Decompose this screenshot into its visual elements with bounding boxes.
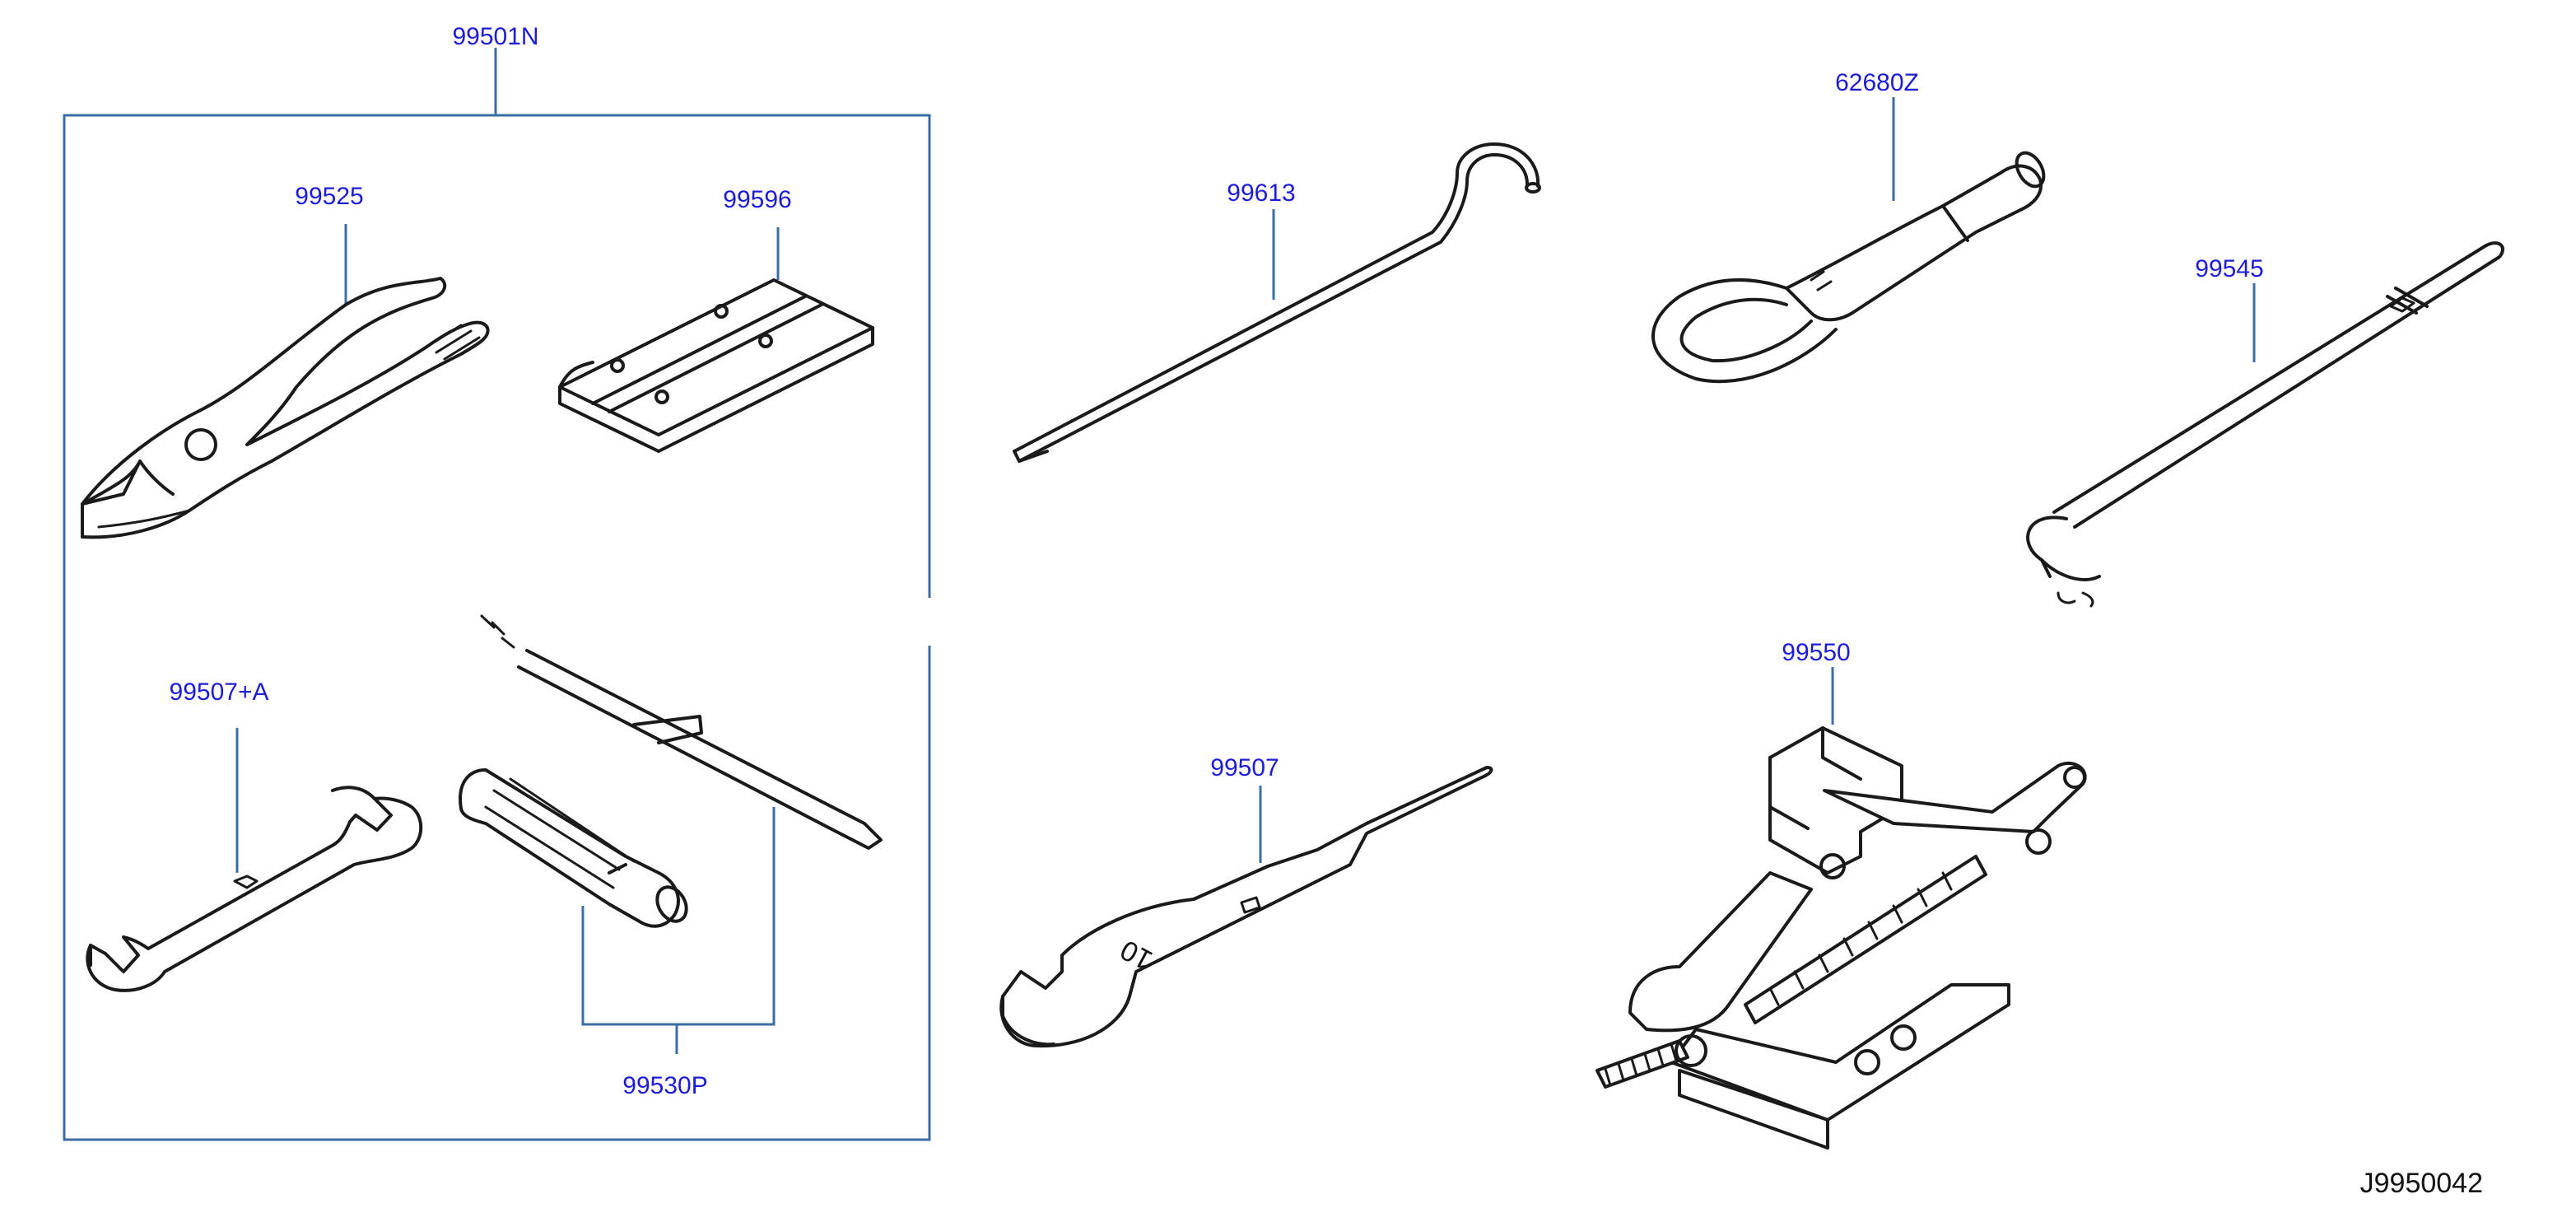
label-screwdriver: 99530P [622,1072,707,1099]
leader-lines [235,97,2256,1054]
large-wrench-drawing: 10 [999,766,1493,1048]
kit-box [63,48,931,1141]
pliers-drawing [81,277,490,539]
label-kit: 99501N [452,23,538,50]
small-wrench-drawing [86,786,423,992]
label-small-wrench: 99507+A [170,679,269,706]
label-hook-rod: 99613 [1227,180,1295,207]
label-large-wrench: 99507 [1210,754,1279,781]
label-jack: 99550 [1782,639,1850,666]
label-plate: 99596 [723,186,791,213]
diagram-code: J9950042 [2360,1168,2483,1199]
lug-wrench-drawing [2026,241,2504,608]
screwdriver-drawing [459,614,883,928]
label-lug-wrench: 99545 [2195,255,2263,282]
plate-drawing [558,278,874,453]
hook-rod-drawing [1013,142,1541,463]
label-pliers: 99525 [295,183,363,210]
tow-hook-drawing [1651,151,2046,384]
jack-drawing [1595,726,2087,1150]
label-tow-hook: 62680Z [1835,69,1919,96]
